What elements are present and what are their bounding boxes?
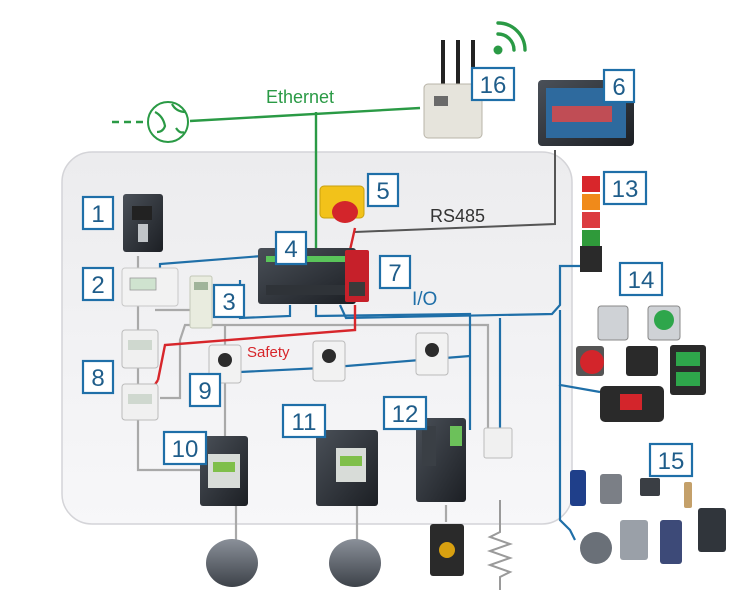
rs485-label: RS485 <box>430 206 485 226</box>
wireless-signal-icon <box>493 21 527 55</box>
callout-2: 2 <box>81 266 115 302</box>
variable-speed-drive-device <box>200 436 248 506</box>
callout-6: 6 <box>602 68 636 104</box>
sensors-device-group <box>570 470 726 564</box>
callout-12: 12 <box>382 395 428 431</box>
callout-11: 11 <box>281 403 327 439</box>
safety-module-device <box>345 250 369 302</box>
globe-icon <box>147 101 189 143</box>
callout-8: 8 <box>81 359 115 395</box>
power-supply-device <box>189 275 213 329</box>
servo-drive-device <box>416 418 466 502</box>
motors-device-group <box>206 524 464 587</box>
callout-14: 14 <box>618 261 664 297</box>
callout-12-label: 12 <box>392 401 419 428</box>
callout-1: 1 <box>81 195 115 231</box>
callout-13: 13 <box>602 170 648 206</box>
circuit-breaker-device <box>123 194 163 252</box>
callout-9: 9 <box>188 372 222 408</box>
callout-16: 16 <box>470 66 516 102</box>
callout-5: 5 <box>366 172 400 208</box>
pushbuttons-device-group <box>576 305 706 422</box>
callout-3: 3 <box>212 283 246 319</box>
callout-5-label: 5 <box>376 178 389 205</box>
callout-15-label: 15 <box>658 448 685 475</box>
callout-2-label: 2 <box>91 272 104 299</box>
ethernet-label: Ethernet <box>266 87 334 107</box>
callout-7: 7 <box>378 254 412 290</box>
motor-starter-devices <box>208 332 449 384</box>
callout-7-label: 7 <box>388 260 401 287</box>
stack-light-device <box>580 176 602 272</box>
relay-module-device <box>483 427 513 459</box>
ethernet-wires <box>112 106 421 248</box>
callout-3-label: 3 <box>222 289 235 316</box>
callout-8-label: 8 <box>91 365 104 392</box>
callout-14-label: 14 <box>628 267 655 294</box>
callout-10: 10 <box>162 430 208 466</box>
io-label: I/O <box>412 289 437 310</box>
emergency-stop-device <box>319 185 365 223</box>
callout-9-label: 9 <box>198 378 211 405</box>
safety-label: Safety <box>247 344 290 361</box>
resistor-icon <box>486 500 514 590</box>
callout-11-label: 11 <box>292 409 317 436</box>
rs485-wire <box>354 150 556 233</box>
callout-6-label: 6 <box>612 74 625 101</box>
power-meter-device <box>121 267 179 307</box>
callout-16-label: 16 <box>480 72 507 99</box>
power-wires <box>136 256 490 540</box>
wireless-gateway-device <box>423 40 483 139</box>
callout-13-label: 13 <box>612 176 639 203</box>
callout-1-label: 1 <box>91 201 104 228</box>
callout-15: 15 <box>648 442 694 478</box>
callout-4-label: 4 <box>284 236 297 263</box>
callout-10-label: 10 <box>172 436 199 463</box>
variable-speed-drive-2-device <box>316 430 378 506</box>
callout-4: 4 <box>274 230 308 266</box>
contactor-devices <box>121 329 159 421</box>
